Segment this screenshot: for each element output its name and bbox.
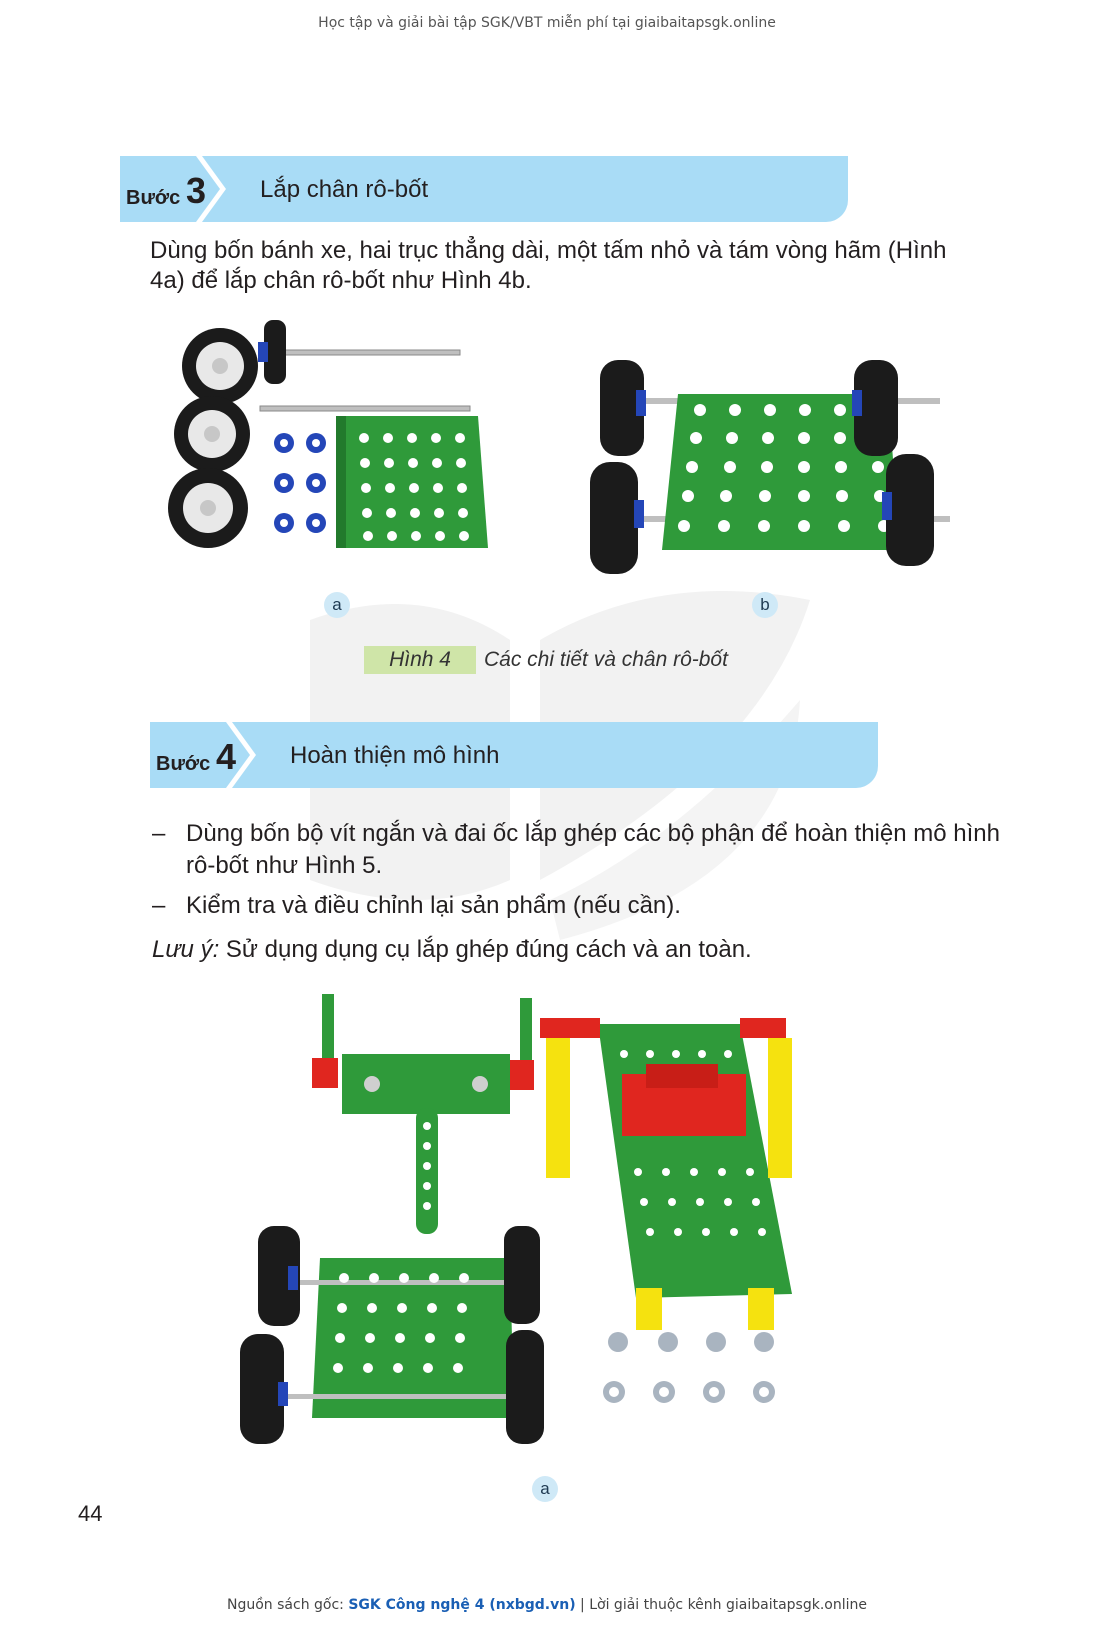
figure-label-a: a [324,592,350,618]
figure-tag: Hình 4 [364,646,476,674]
step-number: 4 [216,736,237,777]
footer-suffix: | Lời giải thuộc kênh giaibaitapsgk.onli… [575,1597,867,1613]
header-note: Học tập và giải bài tập SGK/VBT miễn phí… [318,15,776,31]
bullet-item: – Dùng bốn bộ vít ngắn và đai ốc lắp ghé… [152,818,1012,884]
figure-label-b: b [752,592,778,618]
step-number: 3 [186,170,207,211]
step-word: Bước [156,753,211,775]
figure-4-caption: Hình 4 Các chi tiết và chân rô-bốt [364,646,784,674]
bullet-text: Dùng bốn bộ vít ngắn và đai ốc lắp ghép … [186,820,1000,879]
step-3-text: Dùng bốn bánh xe, hai trục thẳng dài, mộ… [150,237,947,294]
note-label: Lưu ý: [152,936,220,963]
step-word: Bước [126,187,181,209]
footer-source: Nguồn sách gốc: SGK Công nghệ 4 (nxbgd.v… [0,1597,1094,1613]
step-4-bar: Bước 4 Hoàn thiện mô hình [150,722,878,788]
bullet-text: Kiểm tra và điều chỉnh lại sản phẩm (nếu… [186,892,681,919]
bullet-dash: – [152,820,166,847]
safety-note: Lưu ý: Sử dụng dụng cụ lắp ghép đúng các… [152,935,1012,965]
figure-caption-text: Các chi tiết và chân rô-bốt [484,648,728,671]
figure-5a-assembly-illustration [240,994,792,1444]
footer-source-link[interactable]: SGK Công nghệ 4 (nxbgd.vn) [348,1597,576,1613]
chevron-right-icon [192,156,226,222]
step-title: Lắp chân rô-bốt [260,176,429,203]
bullet-dash: – [152,892,166,919]
note-text: Sử dụng dụng cụ lắp ghép đúng cách và an… [219,936,752,963]
figure-label-a: a [532,1476,558,1502]
chevron-right-icon [222,722,256,788]
page-number: 44 [78,1501,103,1526]
figure-4a-parts-illustration [168,320,488,548]
bullet-item: – Kiểm tra và điều chỉnh lại sản phẩm (n… [152,890,1012,924]
footer-prefix: Nguồn sách gốc: [227,1597,349,1613]
step-title: Hoàn thiện mô hình [290,742,500,769]
step-3-bar: Bước 3 Lắp chân rô-bốt [120,156,848,222]
figure-4b-robot-legs-illustration [590,360,950,574]
